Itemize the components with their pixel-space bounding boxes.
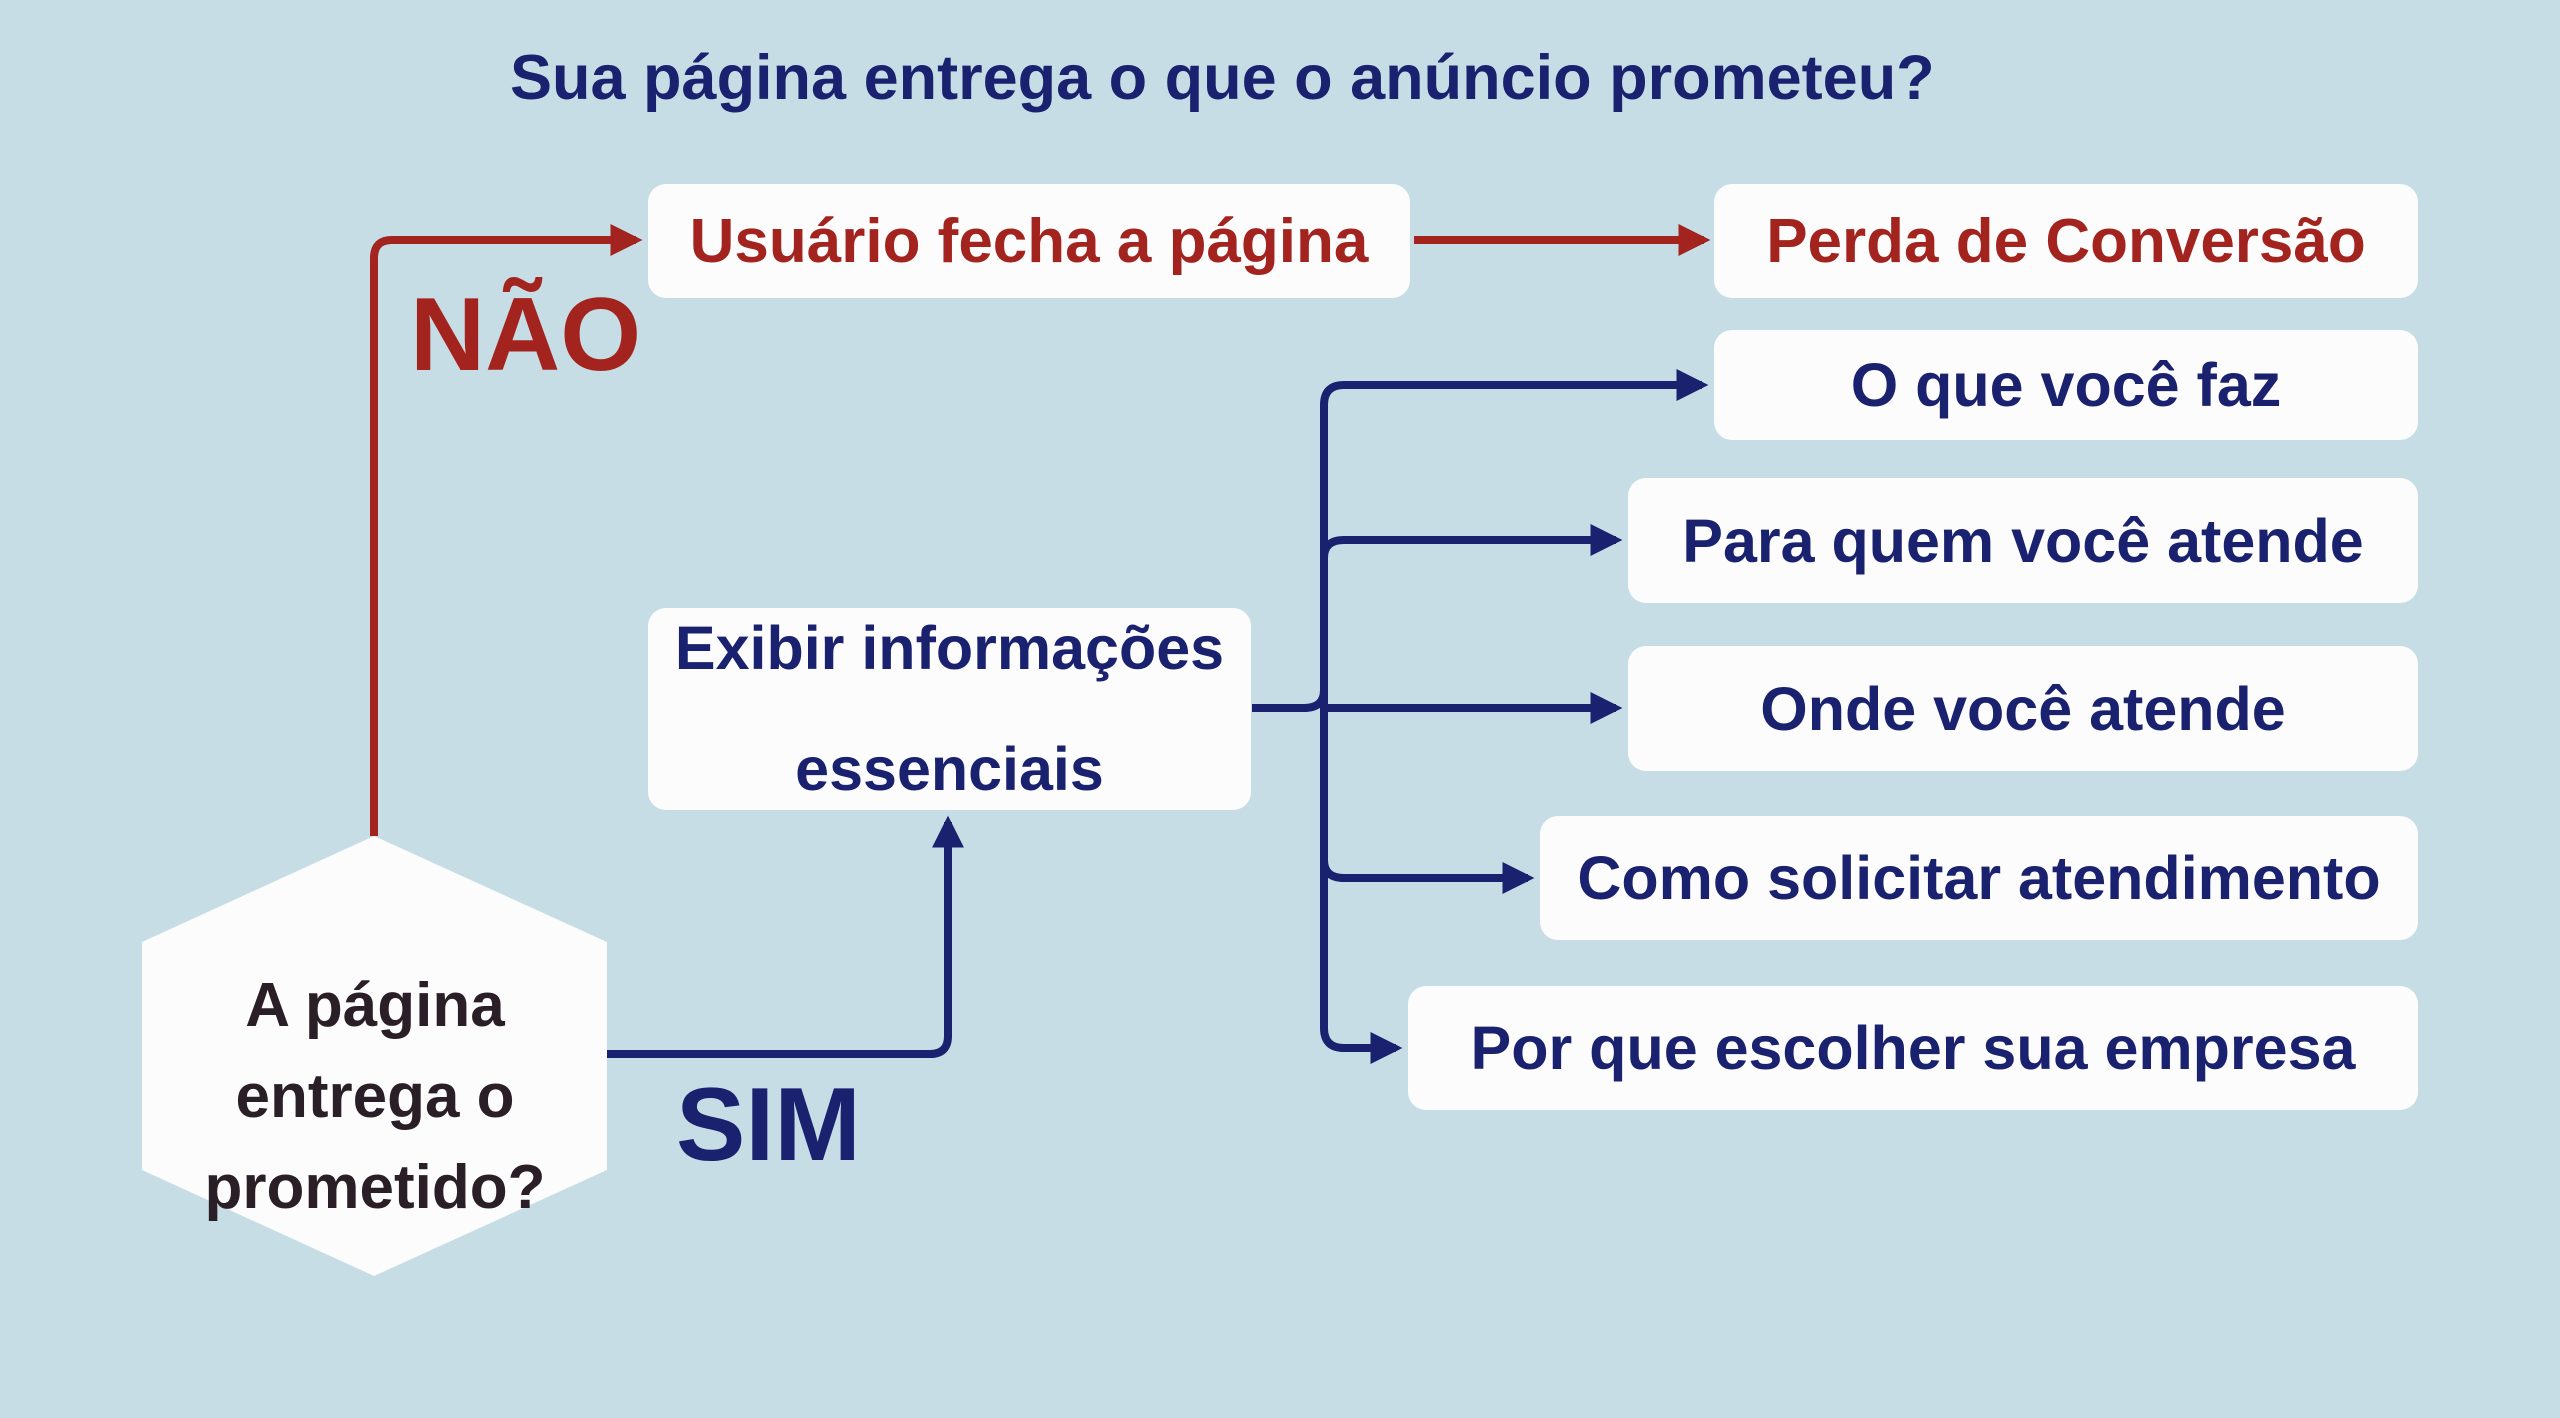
decision-hexagon [142, 836, 607, 1276]
diagram-title: Sua página entrega o que o anúncio prome… [510, 43, 1935, 113]
bracket-join [1303, 689, 1328, 712]
conversion-loss-box: Perda de Conversão [1714, 184, 2418, 298]
outcome-who-you-serve: Para quem você atende [1628, 478, 2418, 603]
no-arrow-to-close [370, 224, 643, 836]
no-label: NÃO [410, 277, 642, 393]
bracket-arrow-5 [1320, 1027, 1403, 1064]
outcome-why-choose: Por que escolher sua empresa [1408, 986, 2418, 1110]
display-info-line-1: Exibir informações [674, 614, 1225, 682]
decision-question: A página entrega o prometido? [142, 916, 608, 1276]
yes-label: SIM [676, 1067, 861, 1183]
outcome-what-you-do: O que você faz [1714, 330, 2418, 440]
bracket-arrow-2 [1320, 524, 1623, 559]
close-page-box: Usuário fecha a página [648, 184, 1410, 298]
bracket-arrow-1 [1320, 369, 1709, 406]
yes-arrow-to-display [607, 815, 964, 1058]
outcome-how-to-request: Como solicitar atendimento [1540, 816, 2418, 940]
decision-line-3: prometido? [204, 1152, 546, 1222]
bracket-arrow-4 [1320, 859, 1535, 894]
display-info-line-2: essenciais [795, 735, 1104, 803]
display-info-box: Exibir informações essenciais [648, 608, 1251, 810]
decision-line-2: entrega o [235, 1061, 515, 1131]
outcome-where-you-serve: Onde você atende [1628, 646, 2418, 771]
outcome-bracket [1252, 369, 1709, 1064]
decision-line-1: A página [245, 970, 505, 1040]
